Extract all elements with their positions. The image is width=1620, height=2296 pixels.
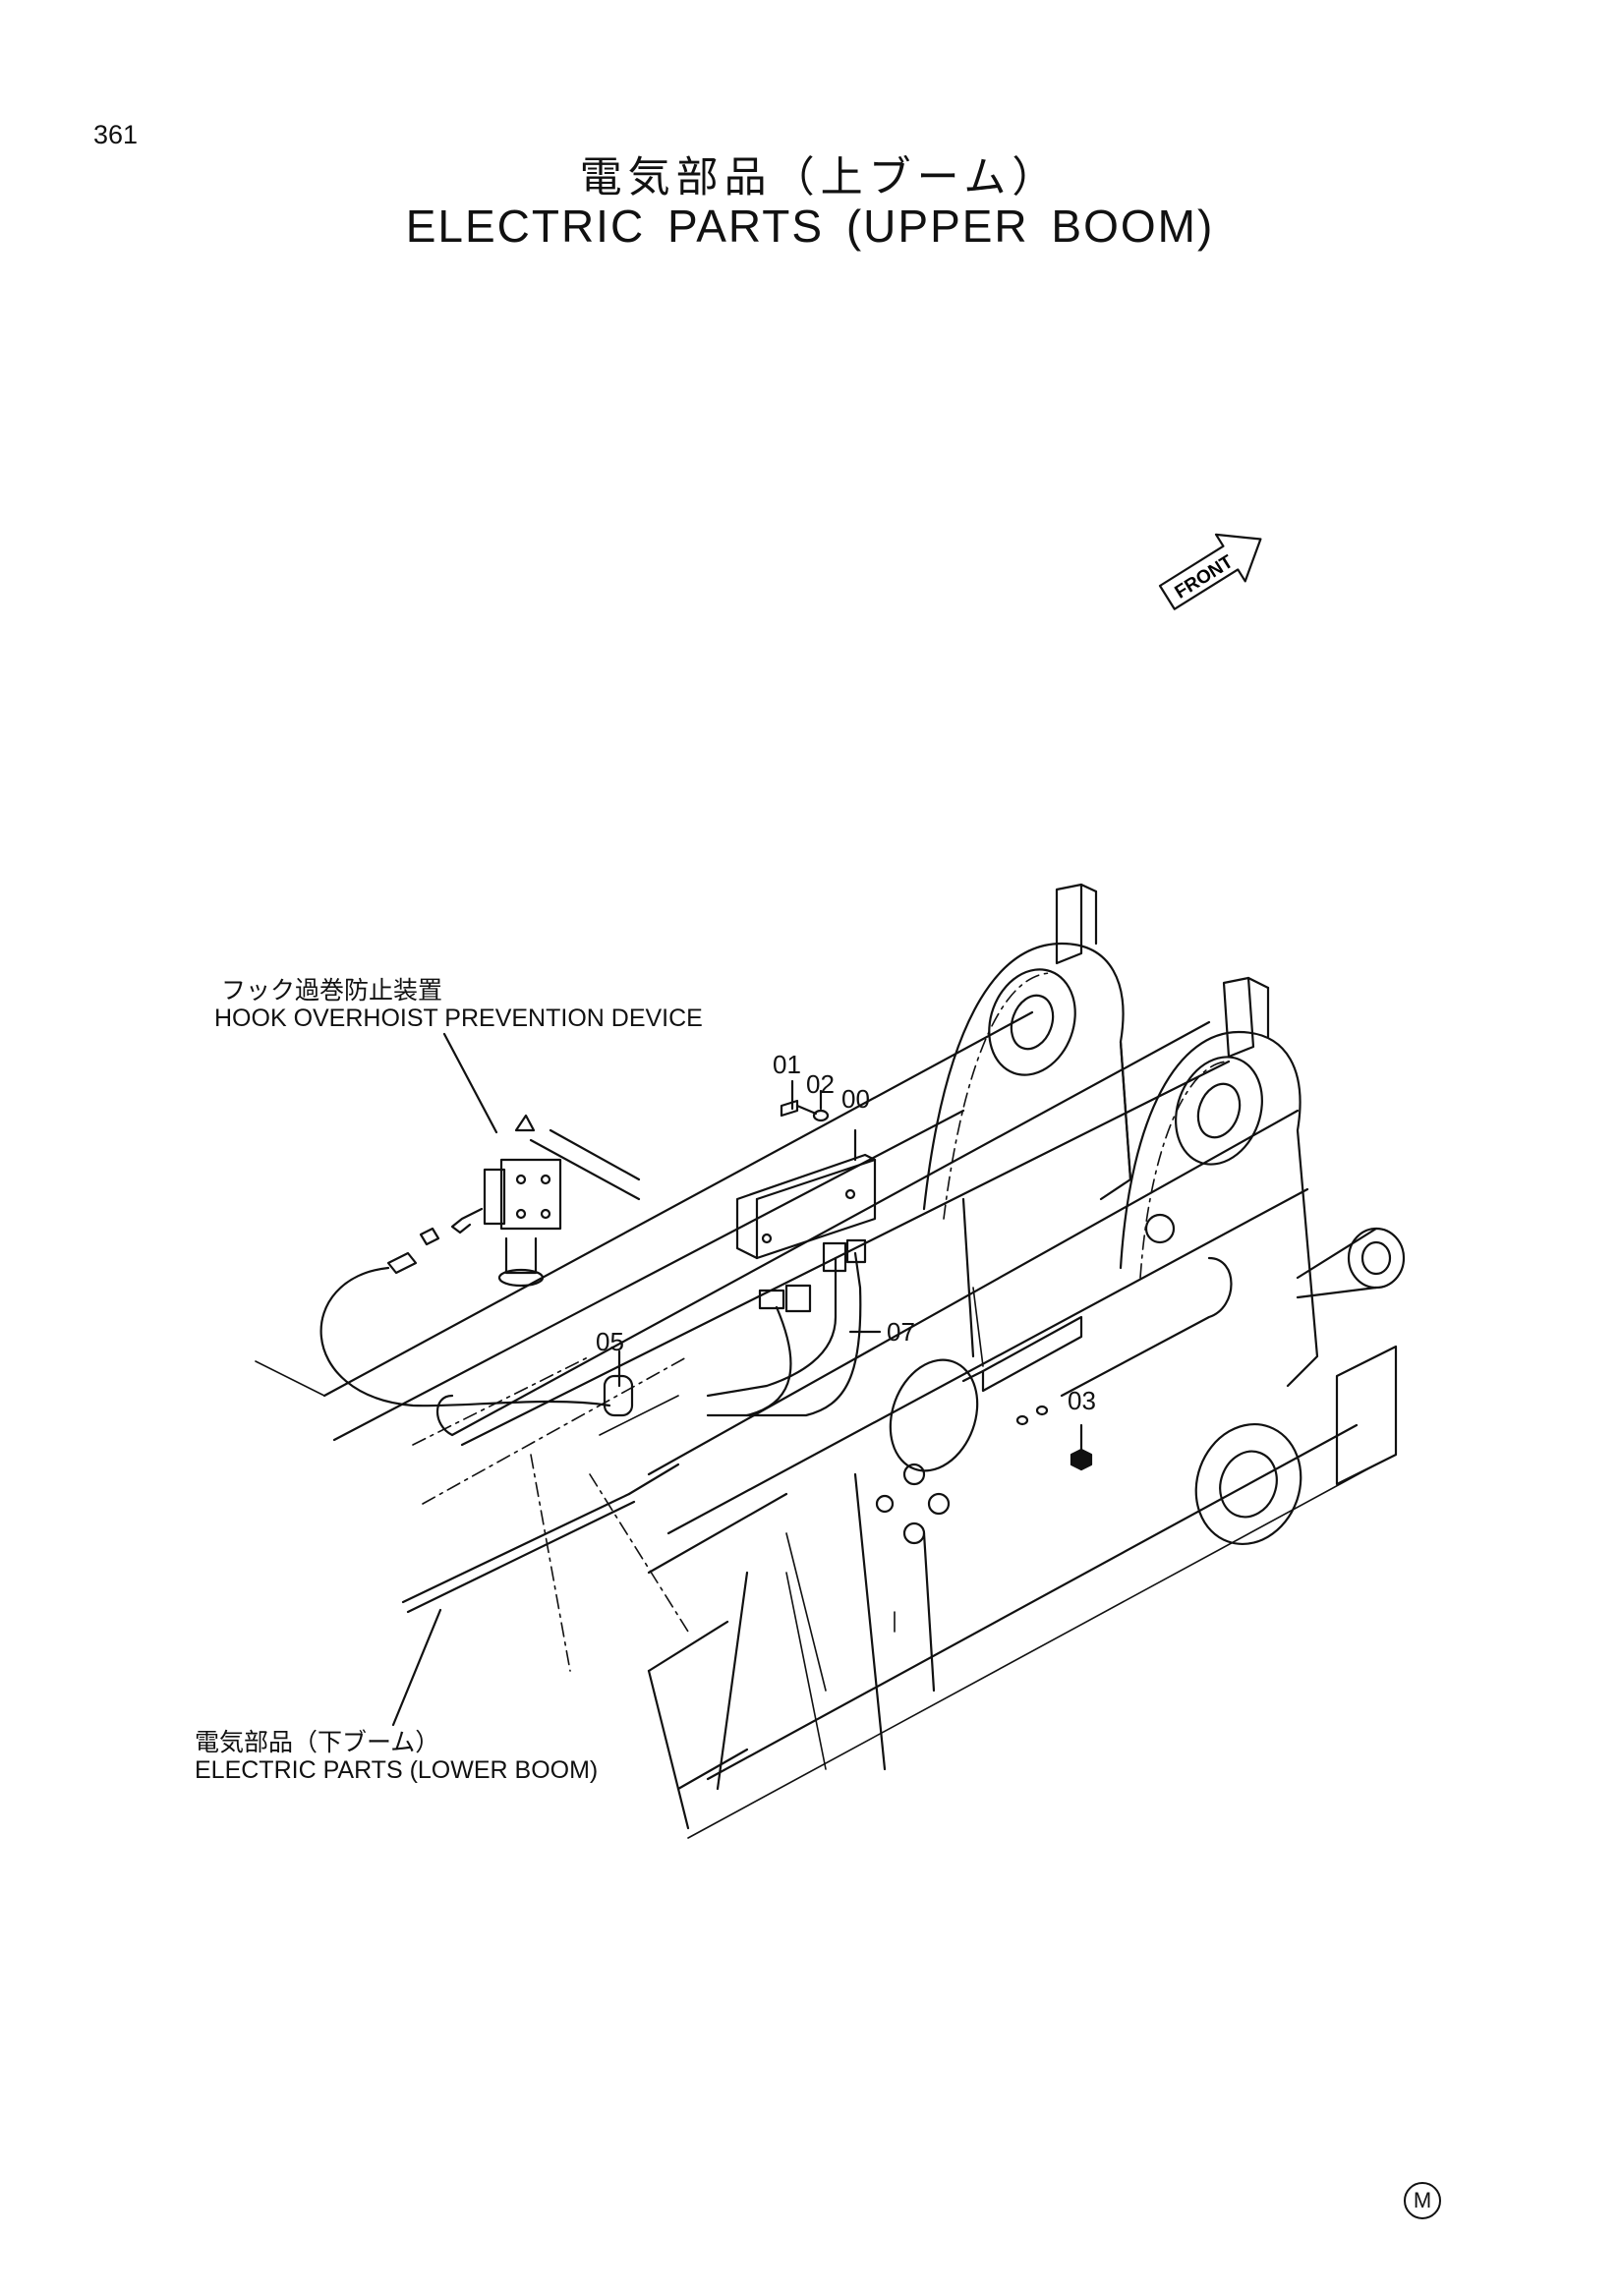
boom-head-left — [922, 883, 1132, 1220]
sheave-bracket — [981, 1227, 1406, 1546]
lower-boom-leader-line — [391, 1608, 442, 1727]
m-mark-icon: M — [1404, 2182, 1441, 2219]
part-number-03: 03 — [1068, 1386, 1096, 1415]
part-number-05: 05 — [596, 1327, 624, 1356]
part-number-01: 01 — [773, 1050, 801, 1079]
page-title-jp: 電気部品（上ブーム） — [579, 153, 1061, 202]
part-number-07: 07 — [887, 1317, 915, 1347]
hook-device-label-jp: フック過巻防止装置 — [221, 976, 443, 1004]
junction-box — [603, 1099, 1093, 1471]
part-number-02: 02 — [806, 1069, 835, 1099]
lower-boom-cable — [401, 1395, 680, 1614]
boom-frame — [255, 1010, 1377, 1839]
page-title-en: ELECTRIC PARTS (UPPER BOOM) — [405, 201, 1215, 252]
boom-head-right — [1119, 976, 1319, 1388]
part-number-00: 00 — [841, 1084, 870, 1114]
lower-boom-label-jp: 電気部品（下ブーム） — [195, 1728, 440, 1756]
page-number: 361 — [93, 120, 139, 149]
hook-overhoist-device — [319, 1114, 641, 1407]
lower-boom-label-en: ELECTRIC PARTS (LOWER BOOM) — [195, 1756, 599, 1784]
hook-device-label-en: HOOK OVERHOIST PREVENTION DEVICE — [214, 1004, 703, 1032]
boom-tube — [436, 1020, 1233, 1545]
front-arrow-icon: FRONT — [1158, 533, 1262, 610]
hook-device-leader-line — [442, 1032, 498, 1134]
